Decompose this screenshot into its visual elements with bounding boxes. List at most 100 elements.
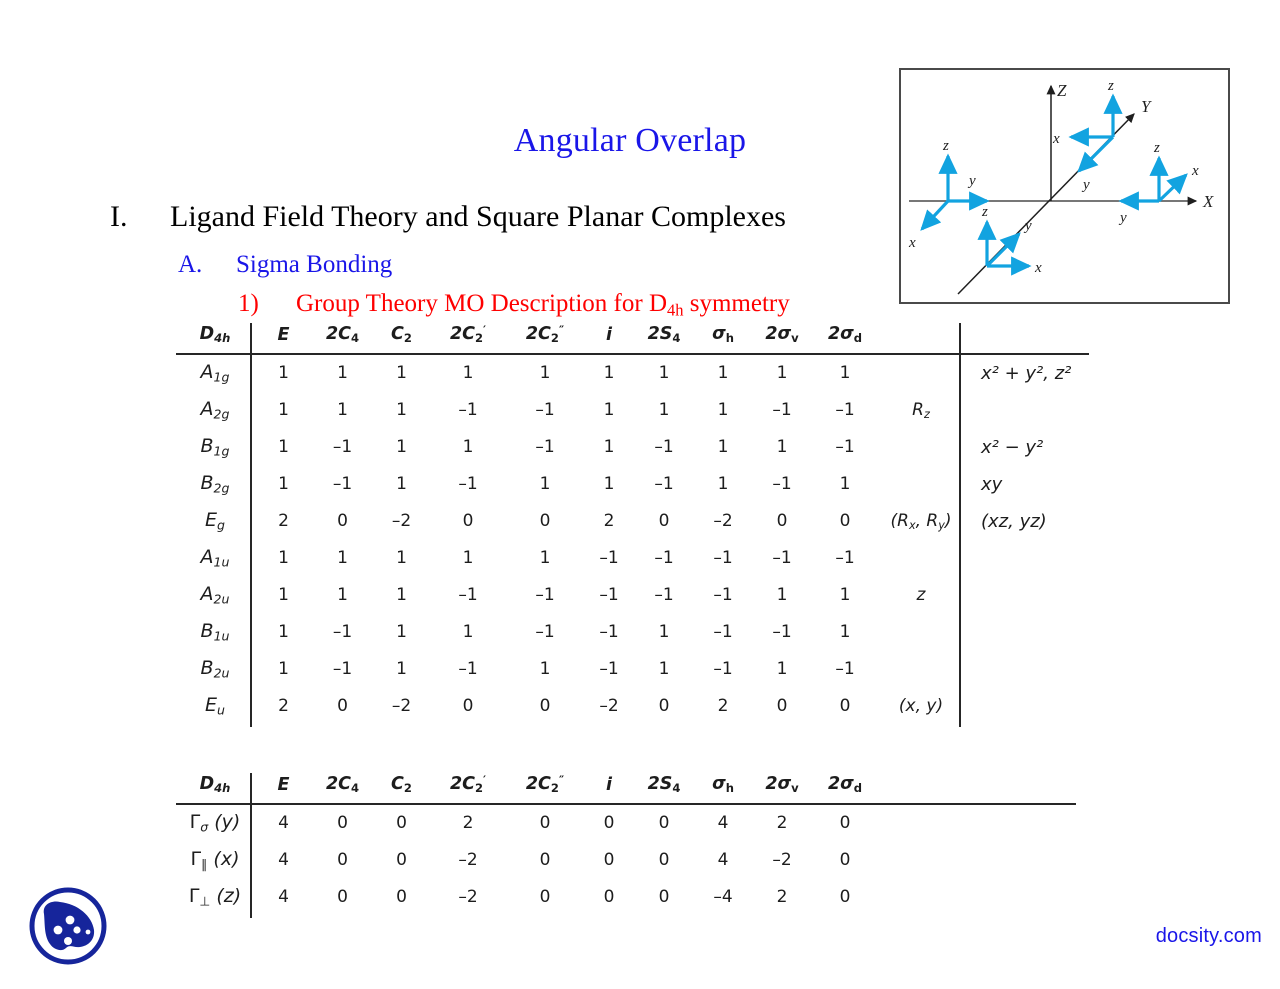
reducible-character-cell: 0 (539, 850, 551, 871)
character-cell: –1 (458, 400, 478, 421)
character-cell: 1 (717, 474, 729, 495)
character-cell: 1 (839, 363, 851, 384)
docsity-logo[interactable] (22, 880, 114, 972)
reducible-character-cell: 0 (337, 850, 348, 871)
character-cell: 1 (603, 400, 615, 421)
character-cell: 1 (776, 437, 788, 458)
character-cell: –1 (835, 659, 855, 680)
reducible-character-cell: –2 (458, 850, 478, 871)
character-cell: –1 (332, 622, 353, 643)
character-cell: 1 (462, 363, 474, 384)
character-cell: –2 (599, 696, 619, 717)
irrep-label-A2g: A2g (200, 398, 230, 422)
character-cell: –1 (835, 548, 855, 569)
ligand-top-x-label: x (1052, 131, 1060, 147)
character-table-col-i: i (606, 324, 612, 345)
reducible-table-col-2d: 2σd (827, 773, 863, 795)
character-table-col-2C4: 2C4 (325, 323, 360, 345)
global-axis-Z: Z (1046, 81, 1067, 201)
reducible-character-cell: 4 (278, 850, 289, 871)
irrep-label-B1u: B1u (200, 620, 230, 644)
reducible-character-cell: 4 (717, 850, 729, 871)
character-cell: 1 (278, 437, 289, 458)
ligand-front-y-label: y (1023, 218, 1032, 234)
character-cell: 1 (278, 548, 289, 569)
character-cell: 0 (539, 511, 551, 532)
linear-function-cell (877, 355, 965, 392)
gamma-label: Γσ (y) (189, 811, 241, 835)
irrep-label-Eu: Eu (205, 694, 225, 718)
reducible-character-cell: 0 (539, 887, 551, 908)
character-cell: 1 (396, 474, 407, 495)
outline-3-number: 1) (238, 290, 259, 317)
irrep-label-B2u: B2u (200, 657, 230, 681)
character-cell: 1 (278, 659, 289, 680)
character-table-col-C2: C2 (391, 323, 412, 345)
character-cell: 0 (462, 696, 474, 717)
character-cell: –1 (535, 400, 555, 421)
irrep-label-A1g: A1g (200, 361, 230, 385)
character-cell: 1 (658, 363, 670, 384)
irrep-label-A1u: A1u (200, 546, 230, 570)
character-cell: –1 (599, 548, 619, 569)
character-cell: 0 (337, 696, 348, 717)
reducible-character-cell: 0 (839, 887, 851, 908)
quadratic-function-cell: x² + y², z² (981, 362, 1072, 384)
quadratic-function-cell: xy (981, 473, 1003, 495)
reducible-character-cell: 0 (603, 887, 615, 908)
reducible-character-cell: 0 (539, 813, 551, 834)
character-cell: –1 (772, 622, 792, 643)
irrep-label-B2g: B2g (200, 472, 230, 496)
character-table-divider-right (959, 323, 961, 728)
linear-function-cell: Rz (912, 399, 930, 421)
character-cell: 1 (539, 474, 551, 495)
ligand-left-x-label: x (908, 235, 916, 251)
reducible-character-cell: 2 (776, 813, 788, 834)
character-cell: –2 (391, 511, 412, 532)
character-cell: 0 (658, 696, 670, 717)
character-cell: –1 (772, 548, 792, 569)
reducible-table-col-2S4: 2S4 (647, 773, 681, 795)
global-axis-Y-label: Y (1141, 97, 1152, 116)
character-cell: –1 (654, 474, 674, 495)
character-cell: 1 (278, 474, 289, 495)
character-cell: 1 (396, 437, 407, 458)
reducible-table-col-2C2: 2C2″ (525, 773, 565, 795)
brand-watermark: docsity.com (1155, 925, 1262, 947)
character-cell: 0 (462, 511, 474, 532)
reducible-character-cell: –2 (772, 850, 792, 871)
outline-1-number: I. (110, 200, 128, 233)
character-cell: –1 (332, 474, 353, 495)
ligand-site-front: z y x (977, 204, 1042, 276)
irrep-label-Eg: Eg (205, 509, 225, 533)
character-cell: 1 (603, 363, 615, 384)
gamma-label: Γ∥ (x) (190, 848, 240, 872)
character-cell: –1 (772, 474, 792, 495)
character-cell: –1 (654, 548, 674, 569)
ligand-site-right: z x y (1118, 140, 1199, 226)
reducible-character-cell: 0 (658, 850, 670, 871)
character-cell: –1 (458, 659, 478, 680)
character-cell: 1 (396, 585, 407, 606)
character-cell: 0 (658, 511, 670, 532)
character-cell: –1 (599, 659, 619, 680)
character-cell: 0 (776, 511, 788, 532)
global-axis-X-label: X (1202, 192, 1214, 211)
character-cell: 1 (717, 363, 729, 384)
quadratic-function-cell (965, 540, 1111, 577)
character-cell: –1 (332, 437, 353, 458)
quadratic-function-cell: (xz, yz) (981, 510, 1047, 532)
character-cell: 1 (658, 659, 670, 680)
character-cell: 1 (337, 400, 348, 421)
outline-item-3: 1)Group Theory MO Description for D4h sy… (238, 290, 790, 320)
